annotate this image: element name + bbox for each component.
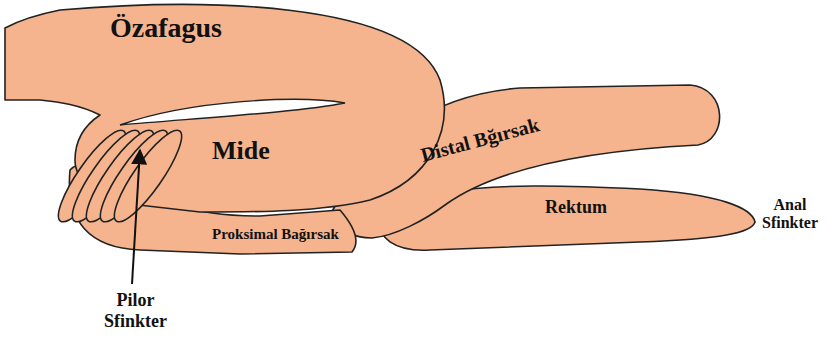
part-label: Anal Sfinkter: [762, 196, 818, 233]
stomach-fold: [120, 99, 345, 125]
pointer-arrow: [132, 150, 140, 284]
pyloric-caeca: [49, 123, 191, 229]
part-label: Distal Bğırsak: [418, 113, 541, 167]
part-label: Özafagus: [110, 12, 222, 44]
part-label: Mide: [212, 136, 270, 166]
part-label: Pilor Sfinkter: [104, 290, 167, 331]
part-label: Proksimal Bağırsak: [212, 226, 339, 243]
stomach-esophagus-shape: [5, 5, 444, 212]
part-label: Rektum: [545, 197, 607, 218]
